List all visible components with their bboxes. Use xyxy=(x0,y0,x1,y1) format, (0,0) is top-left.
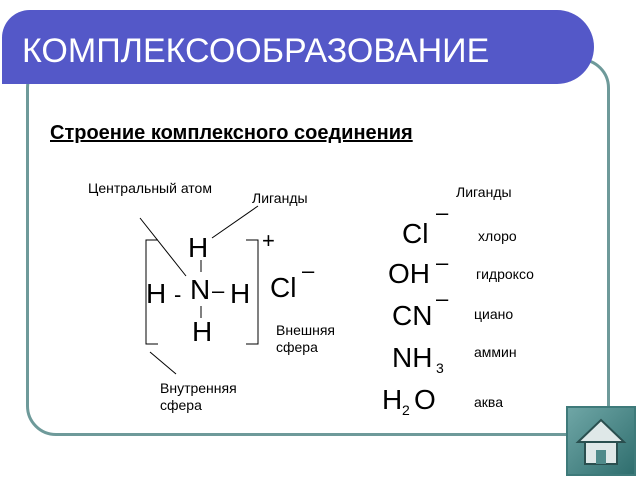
ligand-formula: CN xyxy=(392,300,433,331)
ligand-formula: NH xyxy=(392,342,433,373)
title-bar: КОМПЛЕКСООБРАЗОВАНИЕ xyxy=(2,10,594,84)
pointer-central-atom xyxy=(139,217,187,277)
ligand-formula-tail: O xyxy=(414,384,436,415)
atom-h-right: H xyxy=(230,278,251,309)
ligand-name: гидроксо xyxy=(476,266,534,282)
bond-right: – xyxy=(212,278,225,303)
ligand-formula: OH xyxy=(388,258,430,289)
atom-n-center: N xyxy=(190,274,211,305)
pointer-ligands xyxy=(211,205,259,239)
atom-h-top: H xyxy=(188,232,209,263)
pointer-inner-sphere xyxy=(149,351,177,375)
atom-h-bottom: H xyxy=(192,316,213,347)
right-bracket xyxy=(246,239,259,345)
counter-ion-charge: – xyxy=(302,258,315,283)
atom-h-left: H xyxy=(146,278,167,309)
left-bracket xyxy=(145,239,158,345)
ligand-charge: – xyxy=(436,250,449,275)
ligand-name: аммин xyxy=(474,344,517,360)
label-ligands-left: Лиганды xyxy=(252,190,308,206)
complex-charge: + xyxy=(262,228,275,253)
ligand-name: циано xyxy=(474,306,514,322)
slide-subtitle: Строение комплексного соединения xyxy=(50,122,413,144)
bond-left: - xyxy=(174,282,182,307)
label-outer-sphere: Внешняя сфера xyxy=(276,322,335,355)
counter-ion: Cl xyxy=(270,272,297,303)
label-inner-sphere: Внутренняя сфера xyxy=(160,380,237,413)
ligand-name: хлоро xyxy=(478,228,517,244)
ligand-subscript: 3 xyxy=(436,360,444,376)
label-ligands-right: Лиганды xyxy=(456,184,512,200)
ligand-subscript: 2 xyxy=(402,402,410,418)
ligand-formula: H xyxy=(382,384,403,415)
ligand-charge: – xyxy=(436,286,449,311)
ligand-formula: Cl xyxy=(402,218,429,249)
label-central-atom: Центральный атом xyxy=(88,180,212,196)
slide-title: КОМПЛЕКСООБРАЗОВАНИЕ xyxy=(22,32,490,70)
ligand-charge: – xyxy=(436,200,449,225)
content-frame xyxy=(26,58,610,436)
home-icon xyxy=(575,418,627,465)
ligand-name: аква xyxy=(474,394,503,410)
home-button[interactable] xyxy=(566,406,636,476)
